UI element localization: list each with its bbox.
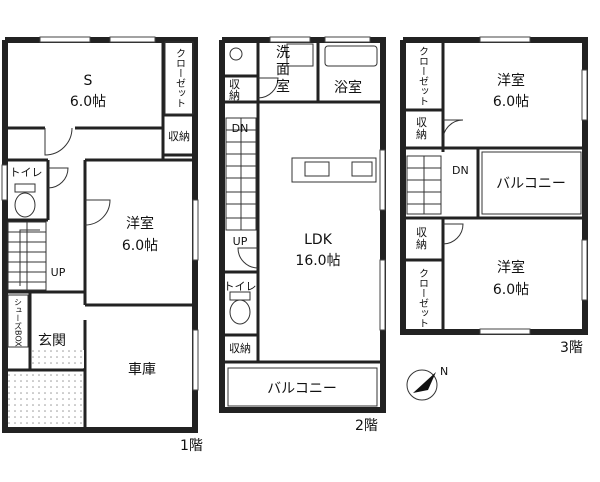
toilet-tank [14,183,36,193]
door [257,77,279,99]
room-youshitsu-name: 洋室 [126,215,154,232]
shoe-box [7,294,29,348]
stairs-dn-label: DN [452,164,469,177]
closet-box [164,41,194,115]
balcony-box [227,367,378,407]
toilet-tank [229,291,251,301]
floor3-label: 3階 [560,340,583,356]
stairs-dn-label: DN [232,122,249,135]
storage-top-label-2: 納 [416,128,427,141]
window [479,36,531,43]
stairs-f1 [7,221,47,291]
storage-a-label-2: 納 [229,89,240,102]
entrance-floor [8,372,83,427]
youshitsu1-name: 洋室 [497,72,525,89]
garage-label: 車庫 [128,361,156,378]
window [581,239,588,301]
door [442,223,464,245]
storage-bottom-label-1: 収 [416,226,427,239]
washbasin [229,47,243,61]
room-s-size: 6.0帖 [70,94,106,110]
storage-a-label-1: 収 [229,78,240,91]
bath-label: 浴室 [334,79,362,96]
floor-3: クローゼット 洋室 6.0帖 収 納 DN バルコニー 収 納 クローゼット 洋… [400,36,588,356]
storage-top-label-1: 収 [416,116,427,129]
door [442,119,464,141]
stairs-f3 [406,155,442,215]
sentaku-label-1: 洗 [276,45,290,61]
balcony3-label: バルコニー [496,176,566,192]
toilet2-label: トイレ [224,280,257,293]
floor-2: 洗 面 室 浴室 収 納 DN UP LDK 16.0帖 トイレ 収納 バルコニ… [219,36,386,434]
window [192,199,199,261]
kitchen-sink [304,161,330,177]
window [581,69,588,121]
window [324,36,371,43]
storage-b-label: 収納 [229,342,251,355]
ldk-size: 16.0帖 [295,253,340,269]
toilet-fixture [14,192,36,218]
sentaku-label-3: 室 [276,78,290,95]
genkan-floor [32,350,84,368]
floor-1: S 6.0帖 クローゼット 収納 トイレ 洋室 6.0帖 UP シューズBOX … [1,36,203,454]
room-youshitsu-size: 6.0帖 [122,238,158,254]
washing-machine [286,43,314,67]
youshitsu1-size: 6.0帖 [493,94,529,110]
room-s-name: S [84,73,93,89]
ldk-name: LDK [304,232,333,248]
storage-bottom-label-2: 納 [416,238,427,251]
window [379,149,386,211]
door [44,127,73,156]
storage1-label: 収納 [168,130,190,143]
stairs-up-label: UP [233,235,248,248]
window [379,259,386,331]
kitchen-counter [291,157,377,183]
stairs-up-label: UP [51,266,66,279]
window [1,164,8,201]
genkan-label: 玄関 [38,332,66,349]
youshitsu2-name: 洋室 [497,259,525,276]
window [479,328,531,335]
stove [351,161,373,177]
window [109,36,156,43]
floor1-label: 1階 [180,438,203,454]
closet-top-label: クローゼット [417,46,429,106]
sentaku-label-2: 面 [276,62,290,78]
balcony2-label: バルコニー [267,381,337,397]
stairs-f2 [225,117,257,231]
floor2-label: 2階 [355,418,378,434]
window [269,36,311,43]
balcony-box [481,151,582,215]
shoe-box-label: シューズBOX [14,298,23,347]
door [47,167,69,189]
door [84,199,111,226]
bathtub [324,45,378,67]
toilet1-label: トイレ [10,166,43,179]
door [237,247,259,269]
youshitsu2-size: 6.0帖 [493,282,529,298]
closet1-label: クローゼット [174,48,186,108]
compass-icon: N [406,365,448,401]
window [39,36,91,43]
closet-bottom-label: クローゼット [417,268,429,328]
toilet-fixture [229,299,251,325]
compass-label: N [440,365,448,378]
window [192,329,199,391]
